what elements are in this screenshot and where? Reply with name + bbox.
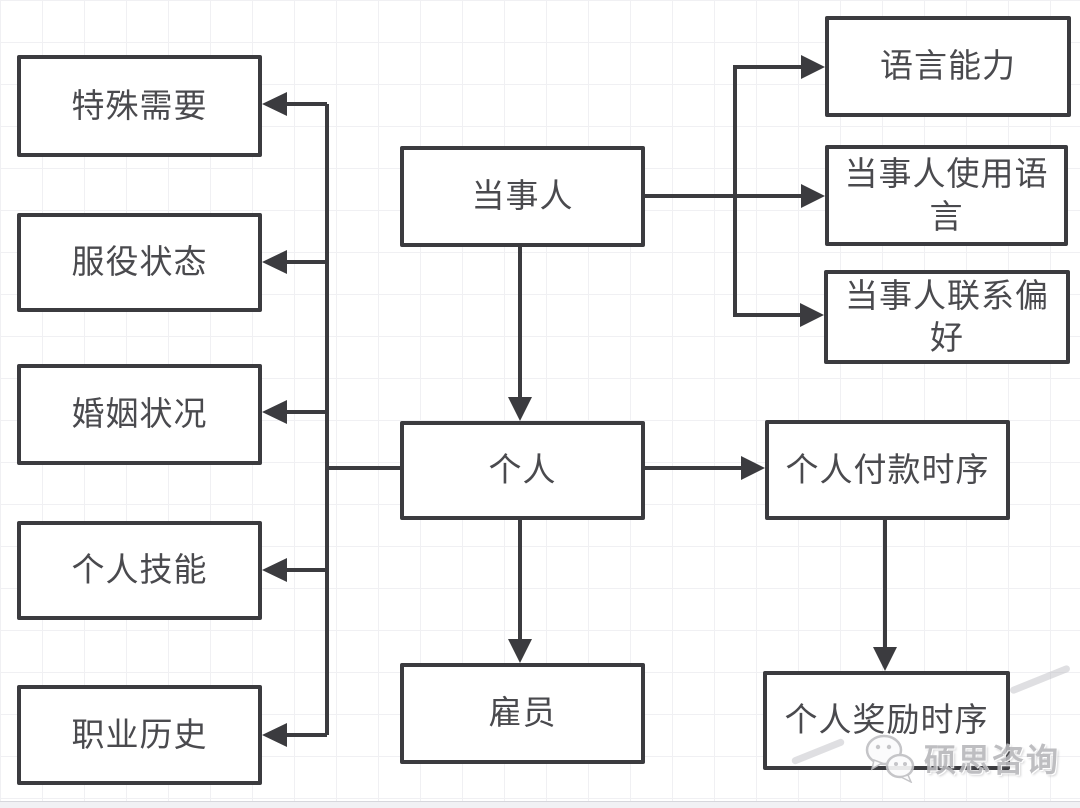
arrowhead-special-needs [262,92,287,116]
node-special-needs: 特殊需要 [17,55,262,157]
node-marital-status: 婚姻状况 [17,364,262,465]
node-party-language: 当事人使用语 言 [825,145,1068,246]
arrowhead-reward-schedule [873,647,897,671]
node-personal-skills: 个人技能 [17,521,262,620]
arrowhead-language-ability [801,55,825,79]
node-reward-schedule: 个人奖励时序 [763,671,1010,770]
node-employee: 雇员 [400,663,645,764]
arrowhead-career-history [262,723,287,747]
edge-party-contact [733,196,802,317]
arrowhead-individual [508,397,532,421]
node-career-history: 职业历史 [17,685,262,785]
node-service-status: 服役状态 [17,213,262,312]
arrowhead-party-contact [800,303,824,327]
arrowhead-marital-status [262,400,287,424]
node-party: 当事人 [400,146,645,247]
arrowhead-service-status [262,250,287,274]
edge-party-language-ability [733,65,803,196]
node-individual: 个人 [400,421,645,520]
bottom-edge-strip [0,801,1080,808]
node-payment-schedule: 个人付款时序 [765,420,1010,520]
node-party-contact: 当事人联系偏 好 [824,270,1070,364]
arrowhead-employee [508,639,532,663]
arrowhead-payment-schedule [741,456,765,480]
arrowhead-personal-skills [262,558,287,582]
arrowhead-party-language [801,184,825,208]
node-language-ability: 语言能力 [825,16,1071,117]
